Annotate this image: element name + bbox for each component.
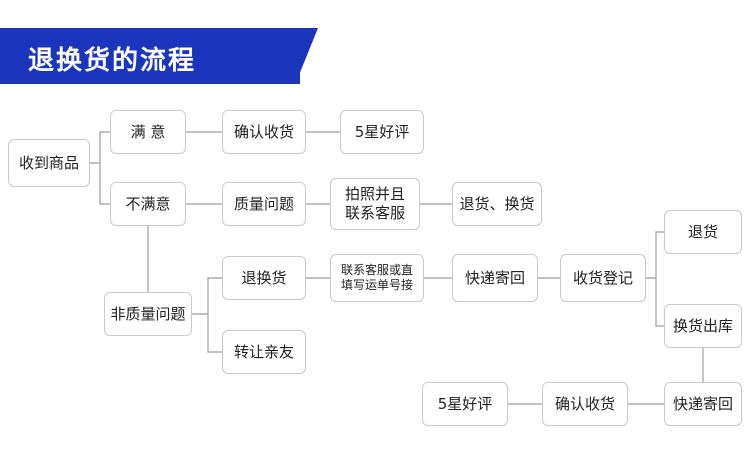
flow-node-n6: 质量问题	[222, 182, 306, 226]
connector-n1-n5	[99, 163, 110, 205]
flow-node-n1: 收到商品	[8, 139, 90, 187]
flow-node-n7: 拍照并且 联系客服	[330, 178, 420, 230]
flow-node-n19: 5星好评	[422, 382, 508, 426]
connector-n14-n16	[655, 278, 664, 327]
flow-node-n8: 退货、换货	[452, 182, 542, 226]
page-title: 退换货的流程	[28, 46, 197, 76]
flow-node-n10: 退换货	[222, 256, 306, 300]
flow-node-n5: 不满意	[110, 182, 186, 226]
connector-n9-n11	[207, 314, 222, 353]
connector-n14-n15	[646, 231, 664, 279]
header-banner	[0, 28, 300, 84]
flow-node-n11: 转让亲友	[222, 330, 306, 374]
flow-node-n2: 满 意	[110, 110, 186, 154]
flow-node-n18: 确认收货	[542, 382, 628, 426]
flow-node-n13: 快递寄回	[452, 254, 538, 302]
flow-node-n15: 退货	[664, 210, 742, 254]
connector-n9-n10	[192, 277, 222, 315]
flow-node-n4: 5星好评	[340, 110, 424, 154]
flow-node-n9: 非质量问题	[104, 292, 192, 336]
connector-n1-n2	[90, 131, 110, 164]
flow-node-n14: 收货登记	[560, 254, 646, 302]
flow-node-n16: 换货出库	[664, 304, 742, 348]
flow-node-n17: 快递寄回	[664, 382, 742, 426]
flow-node-n12: 联系客服或直 填写运单号接	[330, 254, 424, 302]
flow-node-n3: 确认收货	[222, 110, 306, 154]
